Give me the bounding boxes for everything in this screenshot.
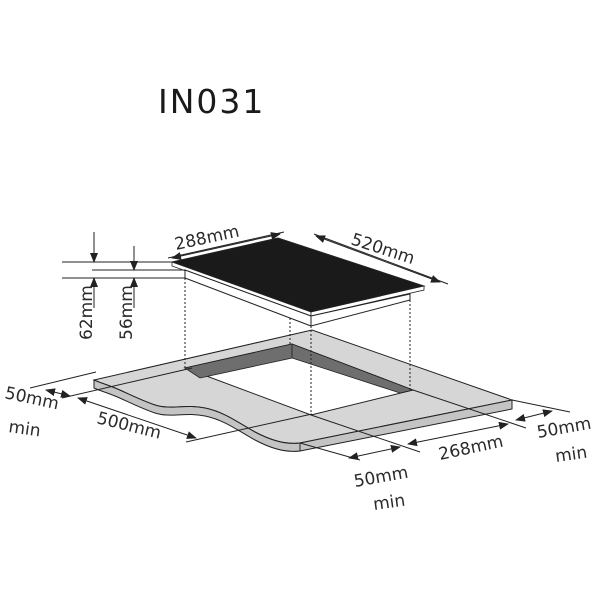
- front-clearance-sub: min: [372, 491, 407, 515]
- projection-lines: [184, 278, 411, 415]
- left-clearance-label: 50mm: [3, 383, 61, 414]
- dimension-lines: [29, 231, 571, 461]
- countertop-right-edge: [299, 399, 513, 452]
- hob-rim-right: [310, 285, 425, 317]
- left-clearance-sub: min: [7, 417, 42, 441]
- model-title: IN031: [158, 82, 266, 121]
- countertop: [92, 329, 514, 452]
- cutout-right-wall: [291, 343, 415, 394]
- right-clearance-label: 50mm: [535, 414, 592, 443]
- hob-built-in-height-label: 56mm: [117, 285, 137, 340]
- front-clearance-label: 50mm: [352, 463, 409, 492]
- right-clearance-sub: min: [554, 443, 589, 467]
- cutout-depth-label: 500mm: [95, 408, 163, 443]
- hob-total-height-label: 62mm: [77, 285, 97, 340]
- hob-depth-label: 520mm: [348, 230, 417, 269]
